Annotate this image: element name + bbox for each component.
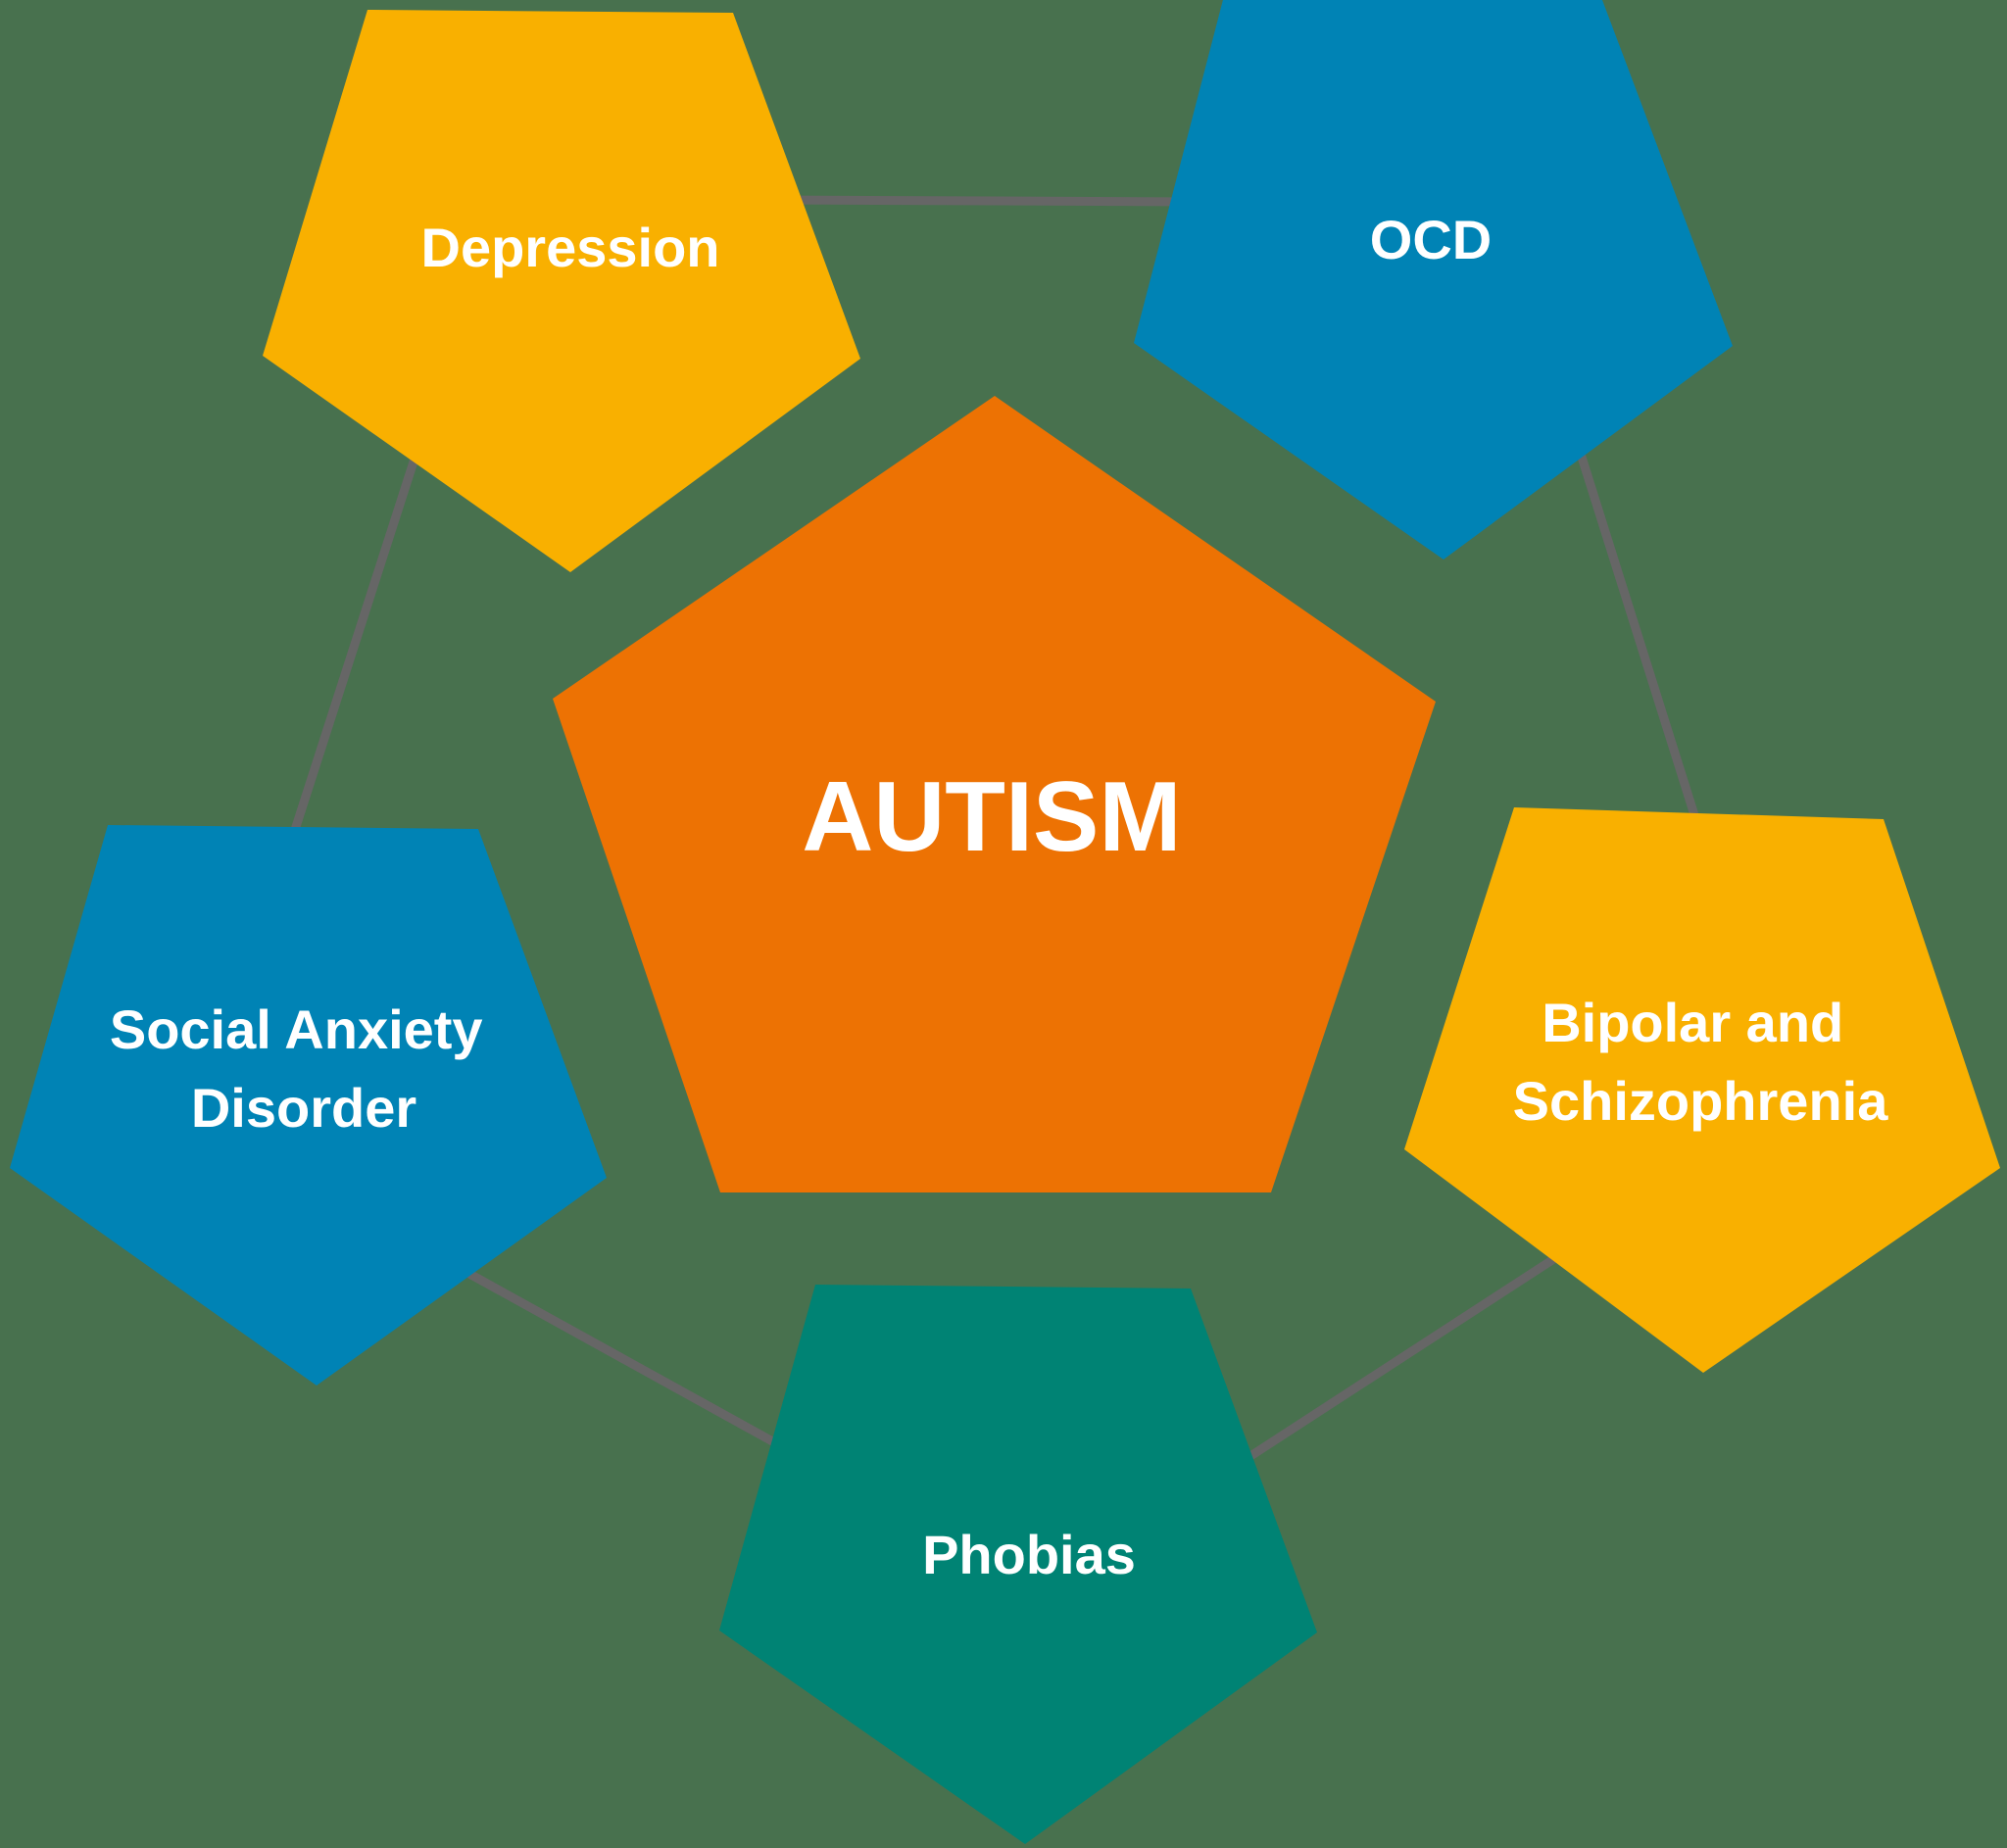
social-anxiety-label-line-1: Social Anxiety <box>110 998 483 1060</box>
bipolar-pentagon <box>1404 807 2000 1373</box>
connector-ocd-bipolar <box>1575 449 1700 820</box>
bipolar-label-line-2: Schizophrenia <box>1513 1070 1889 1132</box>
ocd-pentagon <box>1134 0 1733 559</box>
node-autism-center: AUTISM <box>553 396 1436 1192</box>
node-social-anxiety-disorder: Social Anxiety Disorder <box>10 825 607 1386</box>
connector-ring <box>289 195 1700 1464</box>
autism-pentagon <box>553 396 1436 1192</box>
ocd-label: OCD <box>1370 209 1492 270</box>
node-ocd: OCD <box>1134 0 1733 559</box>
phobias-pentagon <box>719 1285 1317 1844</box>
social-anxiety-pentagon <box>10 825 607 1386</box>
connector-depression-ocd <box>773 195 1197 207</box>
social-anxiety-label: Social Anxiety Disorder <box>110 998 498 1139</box>
connector-phobias-social-anxiety <box>458 1265 777 1446</box>
depression-label: Depression <box>421 217 720 278</box>
depression-pentagon <box>263 10 860 572</box>
node-depression: Depression <box>263 10 860 572</box>
autism-label: AUTISM <box>802 762 1181 872</box>
node-phobias: Phobias <box>719 1285 1317 1844</box>
connector-social-anxiety-depression <box>289 454 420 835</box>
node-bipolar-schizophrenia: Bipolar and Schizophrenia <box>1404 807 2000 1373</box>
bipolar-label: Bipolar and Schizophrenia <box>1513 992 1889 1132</box>
bipolar-label-line-1: Bipolar and <box>1542 992 1843 1053</box>
connector-bipolar-phobias <box>1242 1252 1561 1464</box>
phobias-label: Phobias <box>922 1524 1136 1585</box>
social-anxiety-label-line-2: Disorder <box>191 1077 416 1139</box>
